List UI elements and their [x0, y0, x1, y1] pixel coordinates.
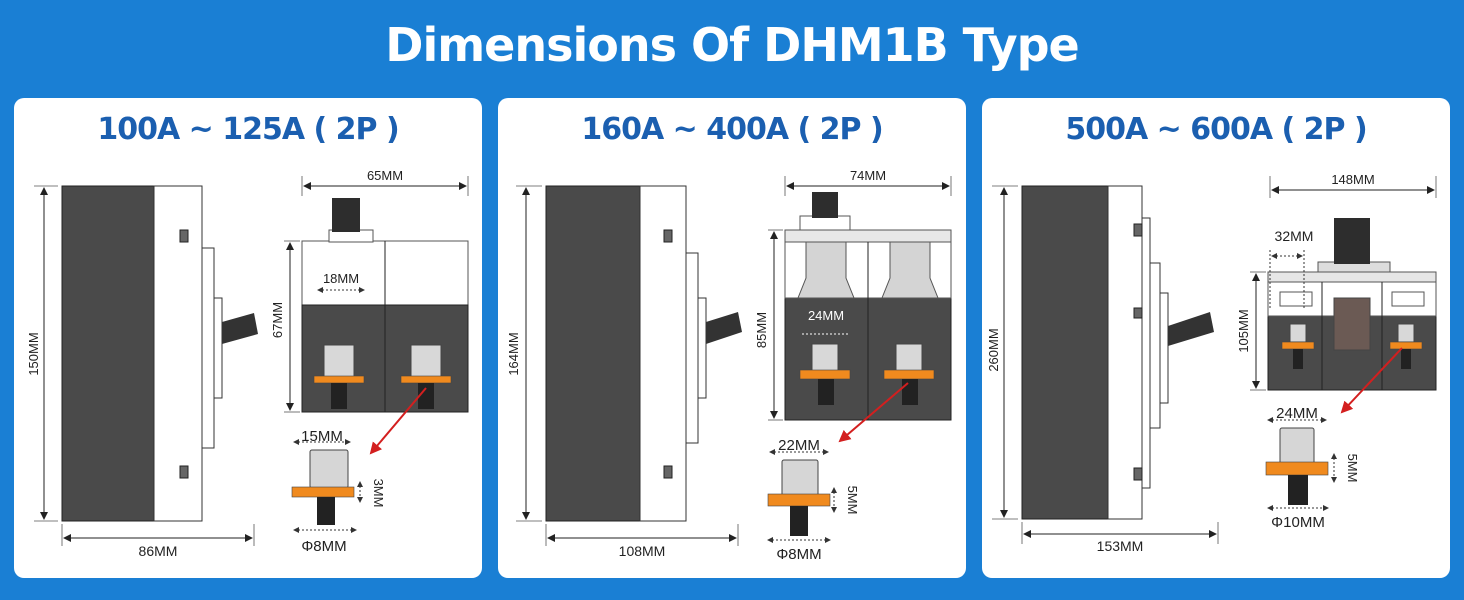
terminal-thickness-label: 5MM — [1345, 454, 1360, 483]
dimension-drawing-100a: 150MM 86MM 65MM — [26, 168, 469, 559]
front-view — [1267, 218, 1437, 391]
panel-heading: 160A ~ 400A ( 2P ) — [581, 112, 883, 147]
bolt-diameter-label: Φ8MM — [301, 538, 346, 555]
side-view — [1021, 185, 1214, 520]
height-label: 150MM — [26, 332, 41, 375]
front-view — [784, 192, 952, 421]
terminal-width-label: 24MM — [1276, 405, 1318, 422]
page-title: Dimensions Of DHM1B Type — [385, 18, 1079, 72]
front-height-label: 67MM — [270, 302, 285, 338]
panel-heading: 100A ~ 125A ( 2P ) — [97, 112, 399, 147]
panel-heading: 500A ~ 600A ( 2P ) — [1065, 112, 1367, 147]
terminal-detail — [291, 449, 355, 525]
front-view — [301, 198, 469, 413]
panel-160a-400a: 160A ~ 400A ( 2P ) 164MM 108MM — [498, 98, 966, 578]
dimension-drawing-500a: 260MM 153MM — [986, 172, 1437, 554]
terminal-thickness-label: 5MM — [845, 486, 860, 515]
bolt-diameter-label: Φ10MM — [1271, 514, 1325, 531]
height-label: 260MM — [986, 328, 1001, 371]
pole-spacing-label: 32MM — [1275, 228, 1314, 244]
front-height-label: 105MM — [1236, 309, 1251, 352]
pole-spacing-label: 18MM — [323, 271, 359, 286]
side-view — [545, 185, 742, 522]
depth-label: 153MM — [1097, 538, 1144, 554]
terminal-detail — [767, 459, 831, 536]
pole-spacing-label: 24MM — [808, 308, 844, 323]
bolt-diameter-label: Φ8MM — [776, 546, 821, 563]
depth-label: 86MM — [139, 543, 178, 559]
terminal-width-label: 22MM — [778, 437, 820, 454]
panel-500a-600a: 500A ~ 600A ( 2P ) 260MM 153MM — [982, 98, 1450, 578]
front-height-label: 85MM — [754, 312, 769, 348]
dimension-drawing-160a: 164MM 108MM — [506, 168, 952, 563]
panel-100a-125a: 100A ~ 125A ( 2P ) 150MM 86MM — [14, 98, 482, 578]
depth-label: 108MM — [619, 543, 666, 559]
terminal-detail — [1265, 427, 1329, 505]
width-label: 148MM — [1331, 172, 1374, 187]
width-label: 65MM — [367, 168, 403, 183]
terminal-width-label: 15MM — [301, 428, 343, 445]
height-label: 164MM — [506, 332, 521, 375]
side-view — [61, 185, 258, 522]
width-label: 74MM — [850, 168, 886, 183]
terminal-thickness-label: 3MM — [371, 479, 386, 508]
